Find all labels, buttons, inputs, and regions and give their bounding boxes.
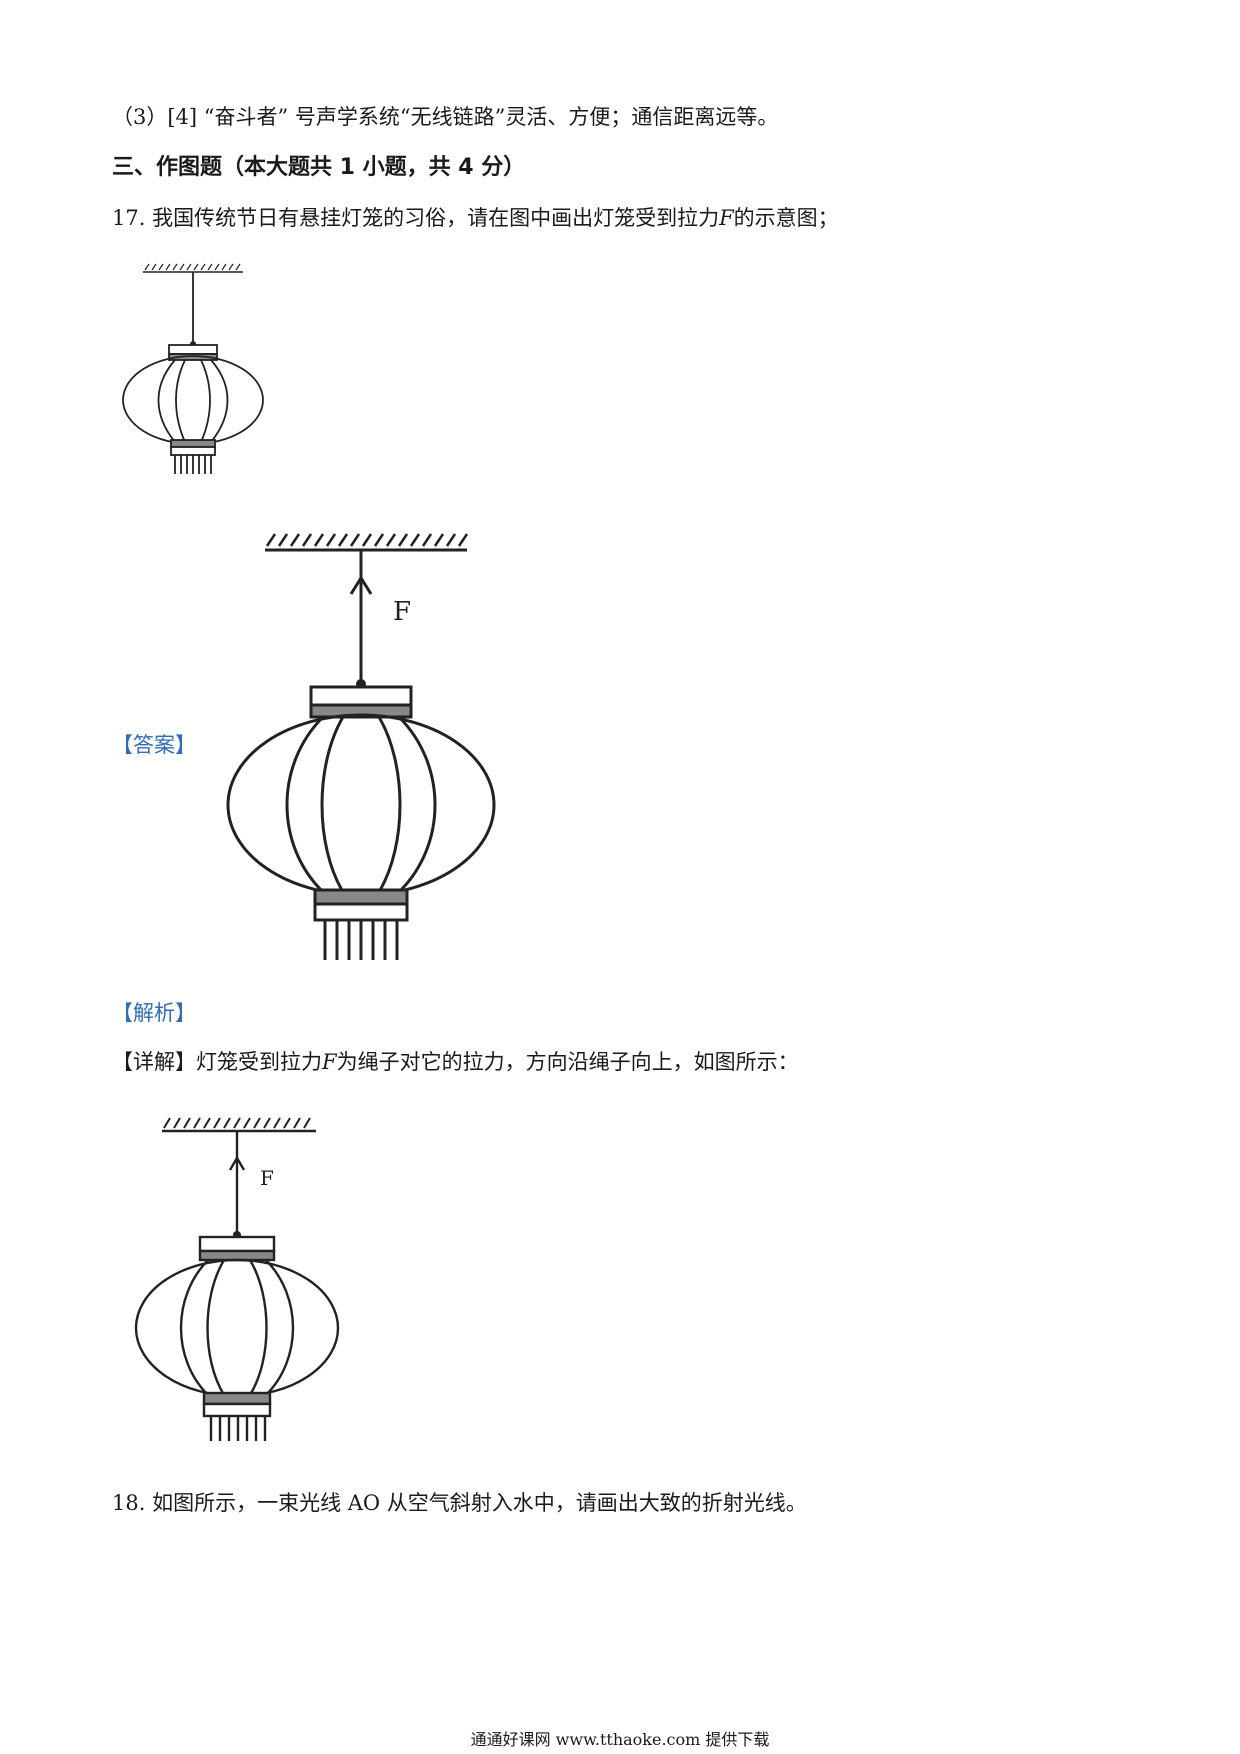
- detail-text-2: 为绳子对它的拉力，方向沿绳子向上，如图所示：: [336, 1050, 799, 1074]
- ceiling-hatch: [162, 1117, 316, 1133]
- ceiling-hatch: [265, 533, 469, 552]
- q17-variable-f: F: [719, 206, 734, 230]
- q17-text-1: 我国传统节日有悬挂灯笼的习俗，请在图中画出灯笼受到拉力: [152, 206, 720, 230]
- detail-text-1: 灯笼受到拉力: [196, 1050, 322, 1074]
- lantern: [122, 344, 264, 474]
- force-label-f: F: [260, 1166, 274, 1190]
- force-arrow-head: [349, 575, 373, 595]
- section-title: 三、作图题（本大题共 1 小题，共 4 分）: [112, 155, 526, 180]
- force-label-f: F: [393, 597, 411, 627]
- force-arrow-head: [228, 1155, 246, 1171]
- answer-tag: 【答案】: [112, 733, 196, 757]
- q16-answer-line: （3）[4] “奋斗者” 号声学系统“无线链路”灵活、方便；通信距离远等。: [112, 105, 779, 129]
- q17-text-2: 的示意图；: [733, 206, 839, 230]
- lantern: [226, 685, 496, 960]
- detail-tag: 【详解】: [112, 1050, 196, 1074]
- analysis-tag: 【解析】: [112, 1001, 196, 1025]
- lantern-answer-figure: F: [226, 533, 496, 960]
- page-footer: 通通好课网 www.tthaoke.com 提供下载: [470, 1730, 770, 1749]
- lantern: [134, 1235, 340, 1441]
- q17-number: 17.: [112, 206, 146, 230]
- q18-question: 18. 如图所示，一束光线 AO 从空气斜射入水中，请画出大致的折射光线。: [112, 1491, 807, 1515]
- q17-question: 17. 我国传统节日有悬挂灯笼的习俗，请在图中画出灯笼受到拉力F的示意图；: [112, 203, 839, 233]
- lantern-detail-figure: F: [134, 1117, 340, 1441]
- detail-variable-f: F: [322, 1050, 337, 1074]
- ceiling-hatch: [143, 263, 243, 273]
- lantern-question-figure: [122, 263, 264, 474]
- detail-explanation: 【详解】灯笼受到拉力F为绳子对它的拉力，方向沿绳子向上，如图所示：: [112, 1047, 799, 1077]
